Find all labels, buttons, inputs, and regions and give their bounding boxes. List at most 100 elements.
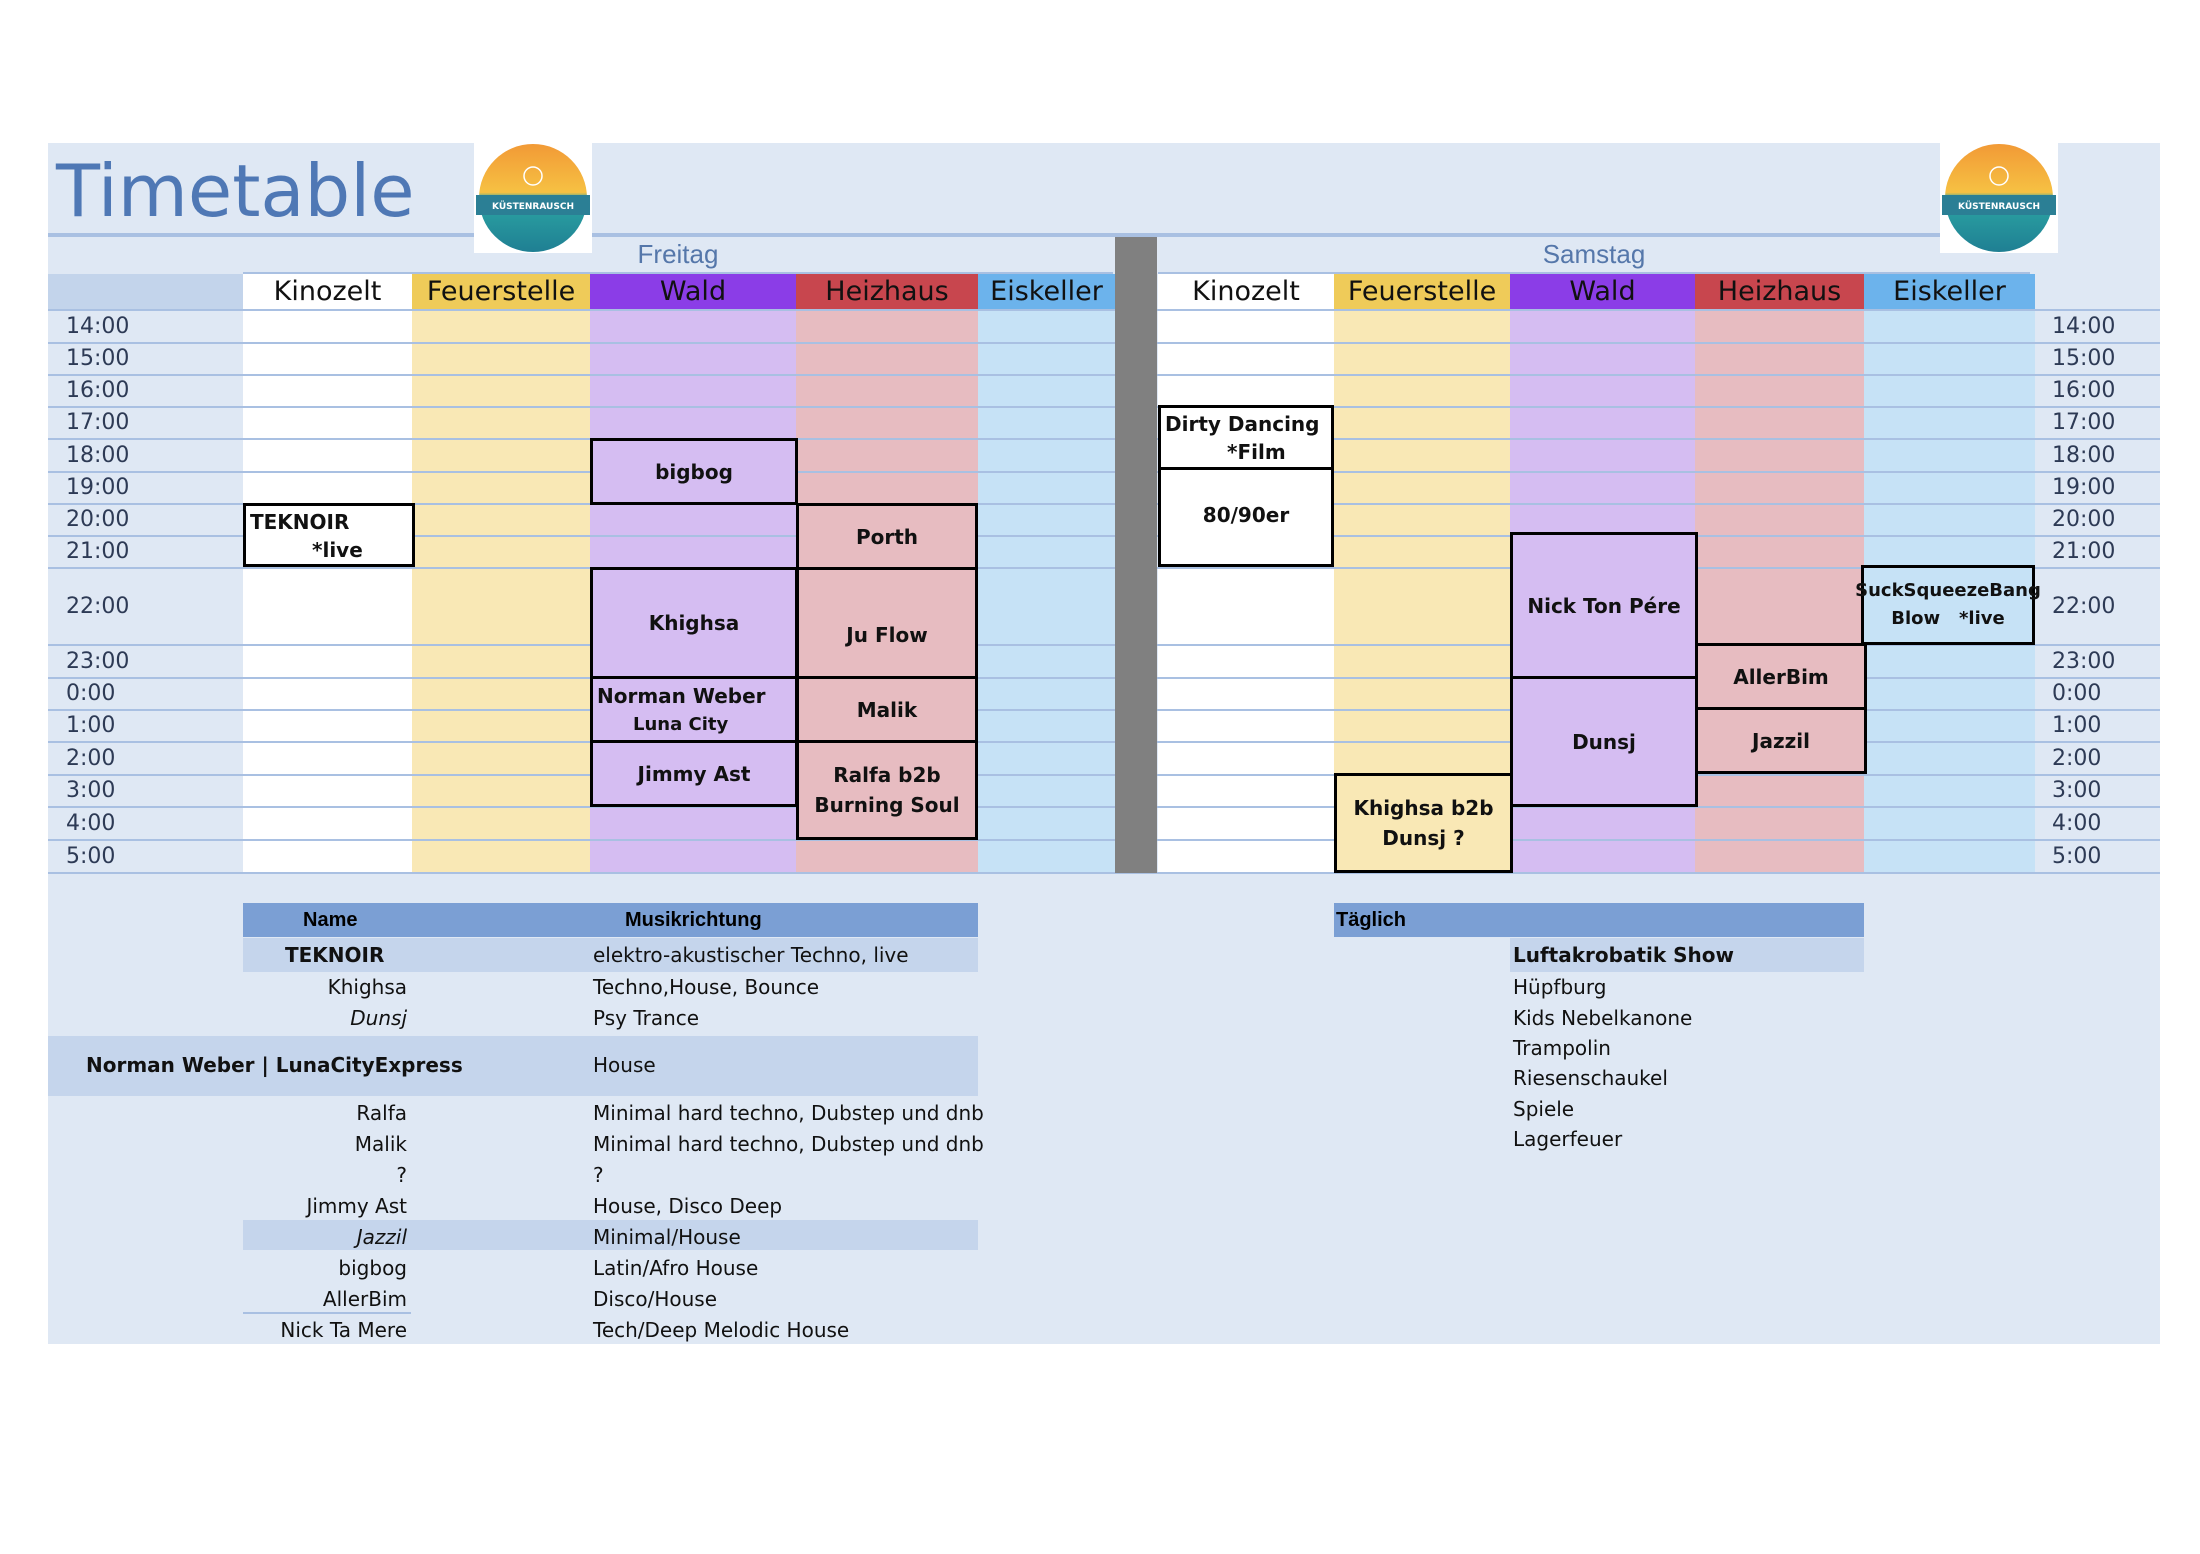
time-label-right: 23:00 — [2052, 648, 2116, 674]
time-label-right: 22:00 — [2052, 593, 2116, 619]
fri-header-feuerstelle: Feuerstelle — [412, 274, 590, 310]
time-label-right: 15:00 — [2052, 346, 2116, 371]
legend-row-band — [243, 1220, 978, 1250]
event-allerbim[interactable]: AllerBim — [1695, 643, 1867, 710]
fri-feuerstelle-column — [412, 310, 590, 873]
time-label-right: 21:00 — [2052, 539, 2116, 564]
row-gridline — [48, 342, 2160, 344]
time-label-right: 5:00 — [2052, 843, 2102, 869]
time-label-right: 20:00 — [2052, 507, 2116, 532]
row-gridline — [48, 872, 2160, 874]
row-gridline — [48, 839, 2160, 841]
legend-name: ? — [396, 1163, 407, 1187]
legend-genre: Psy Trance — [593, 1006, 700, 1030]
legend-row-band — [243, 938, 978, 972]
time-label-right: 17:00 — [2052, 410, 2116, 435]
row-gridline — [48, 406, 2160, 408]
row-gridline — [48, 806, 2160, 808]
event-teknoir[interactable]: TEKNOIR *live — [243, 503, 415, 567]
time-label-left: 4:00 — [66, 810, 116, 836]
event-norman-weber[interactable]: Norman Weber Luna City Express — [590, 676, 798, 763]
time-label-right: 2:00 — [2052, 745, 2102, 771]
sat-header-kinozelt: Kinozelt — [1158, 274, 1334, 310]
row-gridline — [48, 309, 2160, 311]
time-label-left: 19:00 — [66, 475, 130, 500]
time-label-right: 4:00 — [2052, 810, 2102, 836]
fri-header-eiskeller: Eiskeller — [978, 274, 1115, 310]
time-label-left: 21:00 — [66, 539, 130, 564]
event-porth[interactable]: Porth — [796, 503, 978, 570]
row-gridline — [48, 741, 2160, 743]
sat-header-heizhaus: Heizhaus — [1695, 274, 1864, 310]
row-gridline — [48, 567, 2160, 569]
time-label-left: 20:00 — [66, 507, 130, 532]
svg-text:KÜSTENRAUSCH: KÜSTENRAUSCH — [1958, 201, 2040, 212]
time-label-left: 14:00 — [66, 313, 130, 339]
event-khighsa[interactable]: Khighsa — [590, 567, 798, 679]
time-label-left: 16:00 — [66, 378, 130, 403]
row-gridline — [48, 471, 2160, 473]
time-label-left: 17:00 — [66, 410, 130, 435]
event-nick-ton-pere[interactable]: Nick Ton Pére — [1510, 532, 1698, 679]
legend-genre: House — [593, 1053, 656, 1077]
sat-kinozelt-column — [1158, 310, 1334, 873]
row-gridline — [48, 644, 2160, 646]
day-header-samstag: Samstag — [1542, 239, 1646, 269]
row-gridline — [48, 438, 2160, 440]
legend-genre: Minimal hard techno, Dubstep und dnb — [593, 1132, 984, 1156]
time-label-right: 16:00 — [2052, 378, 2116, 403]
day-underline — [1158, 272, 2030, 275]
time-label-left: 3:00 — [66, 778, 116, 803]
title-underline — [48, 233, 1948, 237]
sat-heizhaus-column — [1695, 310, 1864, 873]
daily-item: Hüpfburg — [1513, 975, 1607, 999]
row-gridline — [48, 374, 2160, 376]
festival-logo-left: KÜSTENRAUSCH — [474, 143, 592, 253]
event-bigbog[interactable]: bigbog — [590, 438, 798, 505]
fri-header-wald: Wald — [590, 274, 796, 310]
legend-genre: Tech/Deep Melodic House — [593, 1318, 850, 1342]
sat-header-feuerstelle: Feuerstelle — [1334, 274, 1510, 310]
legend-divider — [243, 1312, 411, 1314]
row-gridline — [48, 709, 2160, 711]
daily-header: Täglich — [1334, 903, 1864, 937]
event-80-90er[interactable]: 80/90er — [1158, 467, 1334, 567]
legend-genre: Techno,House, Bounce — [593, 975, 820, 999]
row-gridline — [48, 677, 2160, 679]
legend-header: Name Musikrichtung — [243, 903, 978, 937]
daily-item: Riesenschaukel — [1513, 1066, 1668, 1090]
time-label-left: 23:00 — [66, 648, 130, 674]
event-dirty-dancing[interactable]: Dirty Dancing *Film — [1158, 405, 1334, 470]
row-gridline — [48, 535, 2160, 537]
time-label-right: 14:00 — [2052, 313, 2116, 339]
event-ju-flow[interactable]: Ju Flow — [796, 567, 978, 679]
event-jazzil[interactable]: Jazzil — [1695, 707, 1867, 774]
legend-genre: Latin/Afro House — [593, 1256, 759, 1280]
legend-genre: elektro-akustischer Techno, live — [593, 943, 909, 967]
daily-item: Kids Nebelkanone — [1513, 1006, 1693, 1030]
fri-header-heizhaus: Heizhaus — [796, 274, 978, 310]
event-malik[interactable]: Malik — [796, 676, 978, 743]
time-label-left: 5:00 — [66, 843, 116, 869]
festival-logo-right: KÜSTENRAUSCH — [1940, 143, 2058, 253]
row-gridline — [48, 503, 2160, 505]
legend-row-band — [48, 1036, 978, 1096]
legend-name: Jimmy Ast — [306, 1194, 407, 1218]
time-label-right: 3:00 — [2052, 778, 2102, 803]
event-dunsj[interactable]: Dunsj — [1510, 676, 1698, 807]
row-gridline — [48, 774, 2160, 776]
daily-item: Trampolin — [1513, 1036, 1611, 1060]
legend-genre: Minimal/House — [593, 1225, 741, 1249]
legend-name: bigbog — [338, 1256, 407, 1280]
time-label-right: 18:00 — [2052, 442, 2116, 468]
legend-genre: Minimal hard techno, Dubstep und dnb — [593, 1101, 984, 1125]
legend-name: Ralfa — [356, 1101, 407, 1125]
daily-highlight-band — [1510, 938, 1864, 972]
legend-name: Malik — [354, 1132, 407, 1156]
daily-item: Lagerfeuer — [1513, 1127, 1623, 1151]
event-jimmy-ast[interactable]: Jimmy Ast — [590, 740, 798, 807]
legend-name: Jazzil — [356, 1225, 407, 1249]
